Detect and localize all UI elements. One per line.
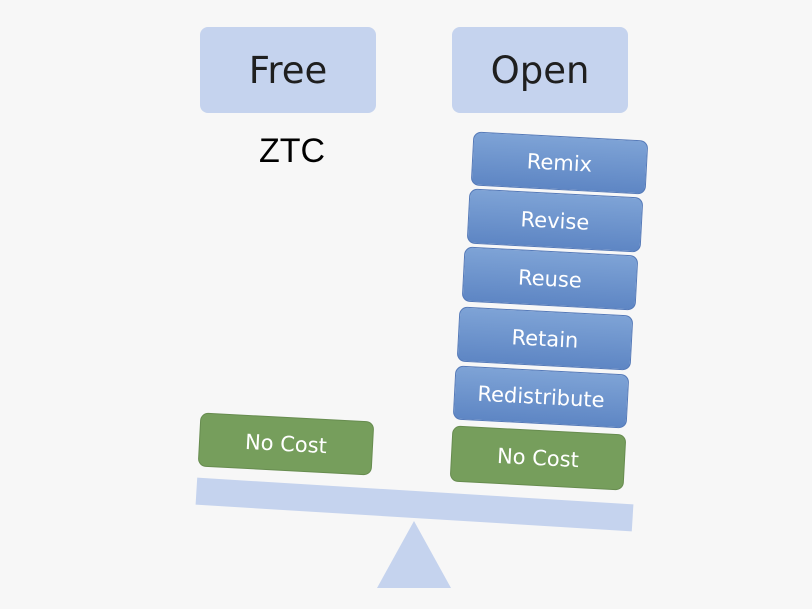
open-header: Open [452,27,628,113]
free-title: Free [248,48,328,92]
open-title: Open [490,48,590,92]
free-header: Free [200,27,376,113]
ztc-label: ZTC [258,132,326,170]
